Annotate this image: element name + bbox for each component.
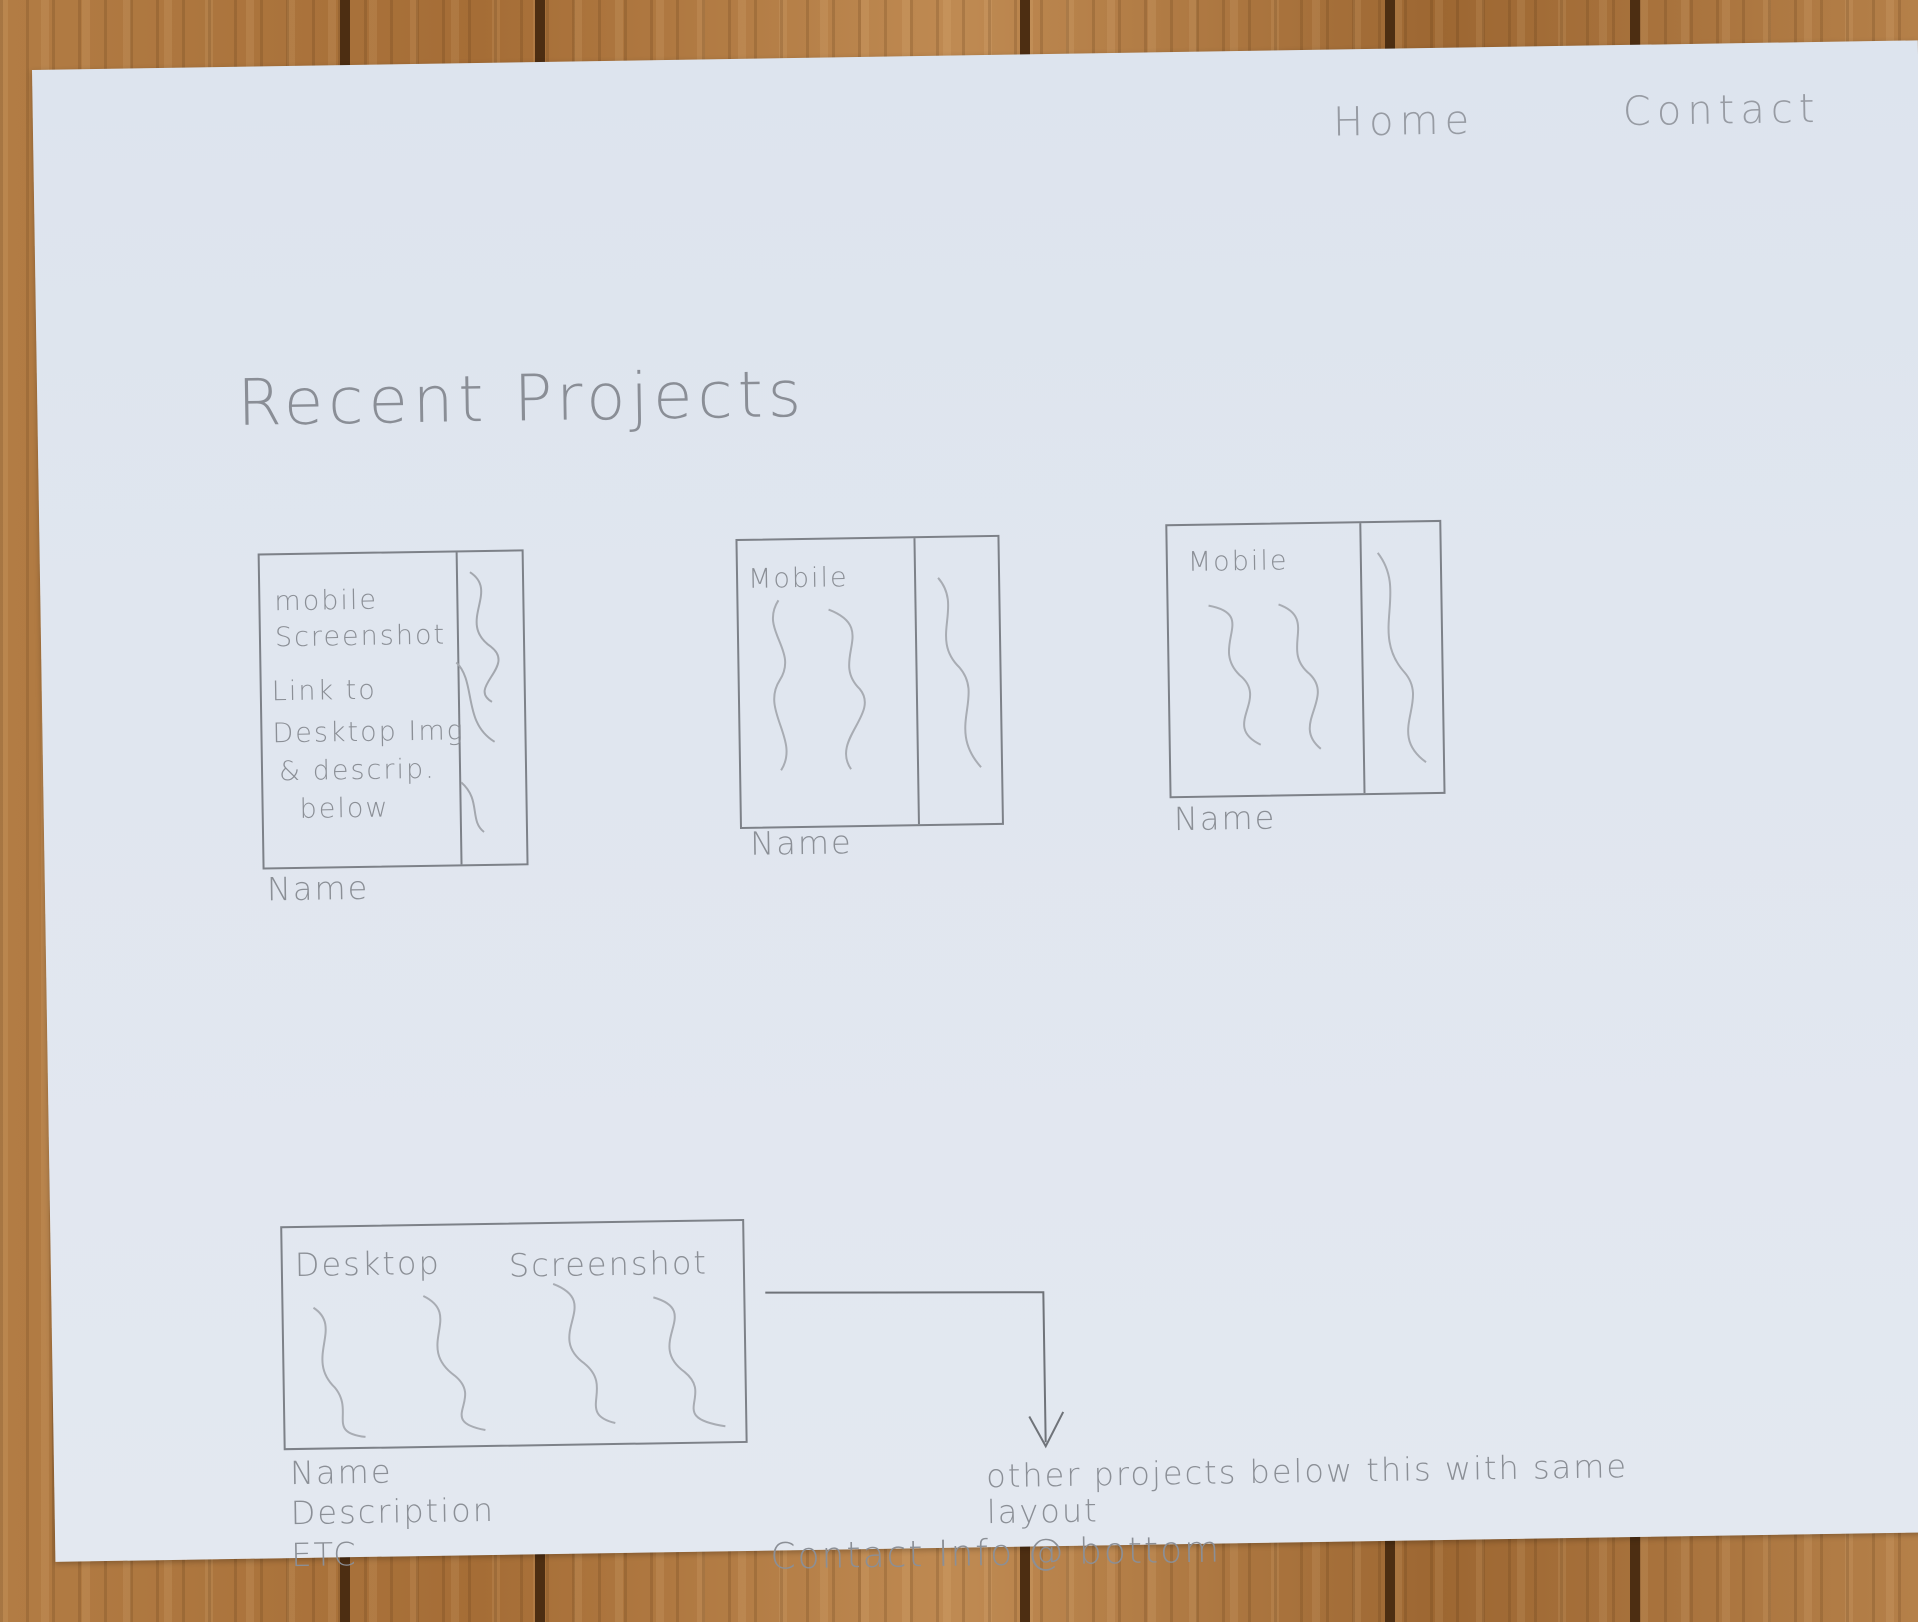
mobile-screenshot-card-3[interactable]: Mobile [1165, 519, 1446, 799]
card-note-line: Mobile [1187, 545, 1289, 578]
other-projects-note: layout [986, 1491, 1099, 1532]
scribble-placeholder [771, 577, 982, 771]
contact-info-note: Contact Info @ bottom [770, 1529, 1222, 1578]
scribble-placeholder [455, 571, 500, 833]
nav-contact-link[interactable]: Contact [1622, 85, 1821, 136]
mobile-screenshot-card-1[interactable]: mobile Screenshot Link to Desktop Img & … [257, 549, 529, 870]
mobile-screenshot-card-2[interactable]: Mobile [735, 534, 1004, 829]
arrow-connector [765, 1291, 1065, 1449]
nav-home-link[interactable]: Home [1332, 97, 1476, 146]
scribble-placeholder [1208, 552, 1427, 763]
sketch-paper: Home Contact Recent Projects mobile Scre… [32, 40, 1918, 1578]
desktop-screenshot-card[interactable]: Desktop Screenshot [280, 1218, 748, 1451]
scribble-placeholder [312, 1283, 726, 1438]
mobile-card-3-name: Name [1173, 798, 1277, 839]
